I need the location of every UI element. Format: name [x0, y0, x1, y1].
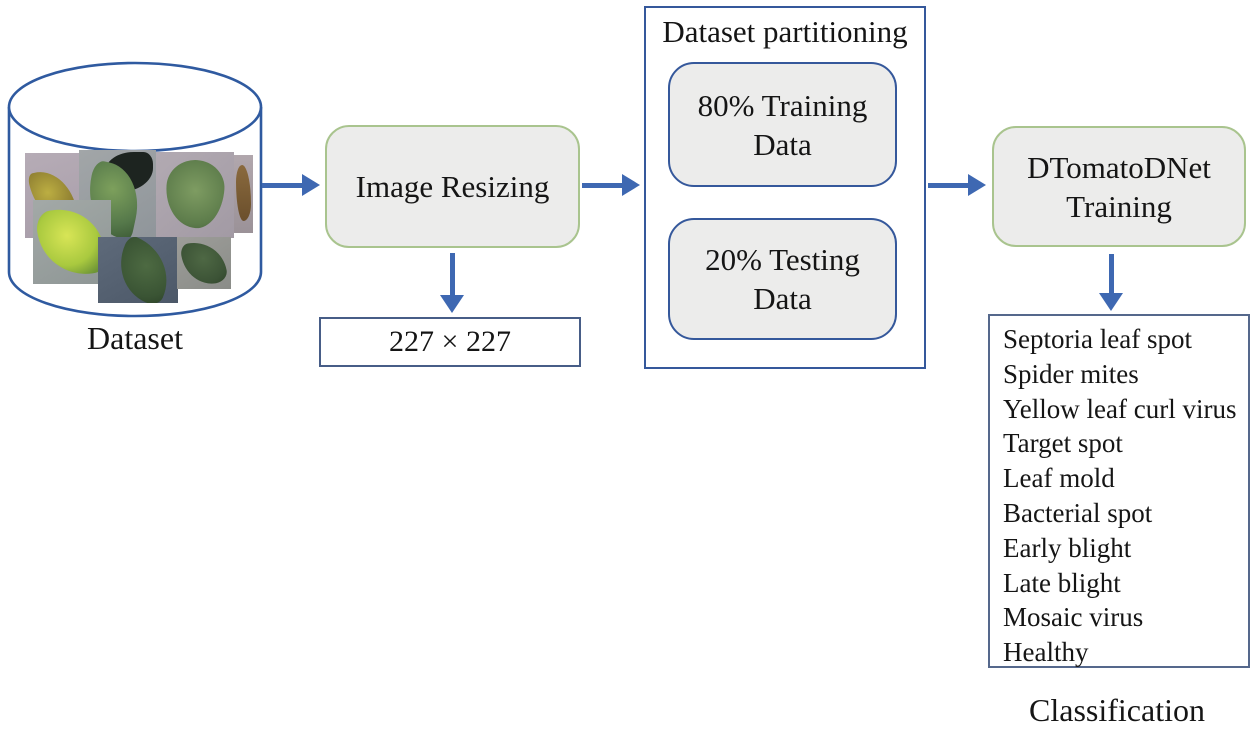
- arrow-dataset-to-resizing-icon: [262, 174, 320, 196]
- dtomatodnet-line1: DTomatoDNet: [1027, 149, 1211, 185]
- training-data-line2: Data: [753, 126, 812, 162]
- class-item: Early blight: [1003, 532, 1132, 563]
- class-item: Septoria leaf spot: [1003, 324, 1192, 354]
- class-item: Mosaic virus: [1003, 602, 1144, 633]
- leaf-photo: [156, 152, 234, 238]
- dataset-label: Dataset: [87, 320, 183, 356]
- arrow-partitioning-to-training-icon: [928, 174, 986, 196]
- class-item: Healthy: [1003, 637, 1089, 668]
- dtomatodnet-line2: Training: [1066, 188, 1172, 224]
- image-resizing-box: Image Resizing: [325, 125, 580, 248]
- classification-label: Classification: [1029, 692, 1205, 728]
- class-item: Late blight: [1003, 567, 1121, 598]
- class-item: Yellow leaf curl virus: [1003, 393, 1237, 424]
- class-item: Bacterial spot: [1003, 497, 1153, 528]
- leaf-photo: [98, 237, 178, 303]
- leaf-photo: [177, 237, 231, 289]
- arrow-resizing-to-partitioning-icon: [582, 174, 640, 196]
- image-resizing-label: Image Resizing: [355, 169, 550, 204]
- class-item: Target spot: [1003, 428, 1123, 459]
- resize-dims-box: 227 × 227: [319, 317, 581, 367]
- testing-data-box: 20% Testing Data: [668, 218, 897, 340]
- arrow-training-to-classes-icon: [1099, 254, 1123, 311]
- partitioning-title: Dataset partitioning: [662, 14, 908, 49]
- training-data-line1: 80% Training: [697, 87, 868, 123]
- resize-dims-label: 227 × 227: [389, 325, 511, 358]
- arrow-resizing-to-dims-icon: [440, 253, 464, 313]
- class-item: Leaf mold: [1003, 463, 1115, 494]
- testing-data-line2: Data: [753, 281, 812, 316]
- dtomatodnet-training-box: DTomatoDNet Training: [992, 126, 1246, 247]
- leaf-photo: [234, 155, 253, 233]
- testing-data-line1: 20% Testing: [705, 242, 860, 277]
- class-item: Spider mites: [1003, 358, 1139, 389]
- leaf-photo: [79, 150, 156, 239]
- training-data-box: 80% Training Data: [668, 62, 897, 187]
